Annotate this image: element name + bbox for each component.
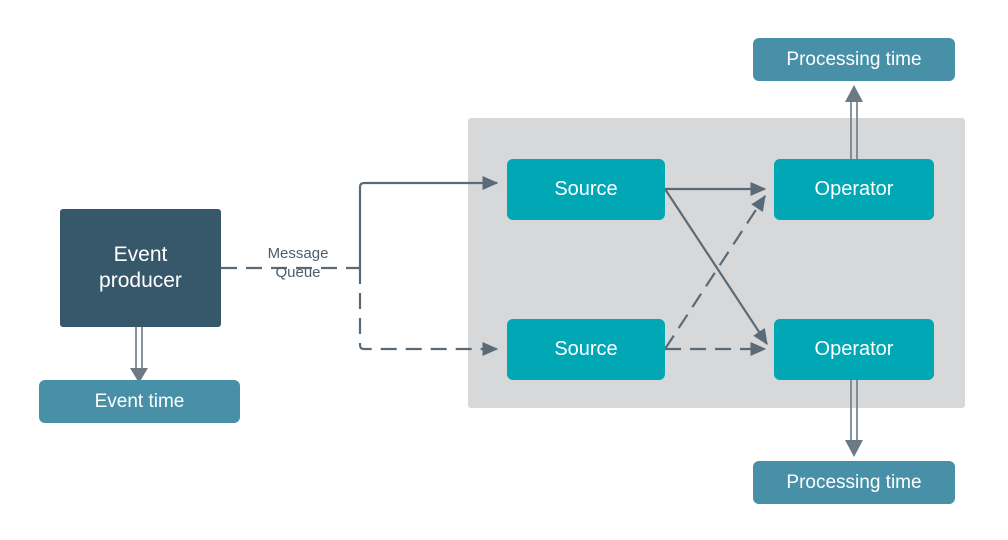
- edge-queue-to-source-bottom: [358, 268, 499, 356]
- node-operator-top[interactable]: [774, 159, 934, 220]
- node-source-bottom[interactable]: [507, 319, 665, 380]
- node-source-top[interactable]: [507, 159, 665, 220]
- edge-queue-to-source-top: [358, 176, 499, 268]
- edge-source-top-to-operator-bottom: [664, 188, 768, 346]
- node-event-producer[interactable]: [60, 209, 221, 327]
- node-processing-time-top[interactable]: [753, 38, 955, 81]
- edge-source-bottom-to-operator-top: [664, 194, 766, 350]
- edge-operator-top-to-processing-time: [845, 85, 863, 159]
- edge-producer-to-event-time: [130, 327, 148, 383]
- node-operator-bottom[interactable]: [774, 319, 934, 380]
- node-event-time[interactable]: [39, 380, 240, 423]
- edge-operator-bottom-to-processing-time: [845, 380, 863, 457]
- node-processing-time-bottom[interactable]: [753, 461, 955, 504]
